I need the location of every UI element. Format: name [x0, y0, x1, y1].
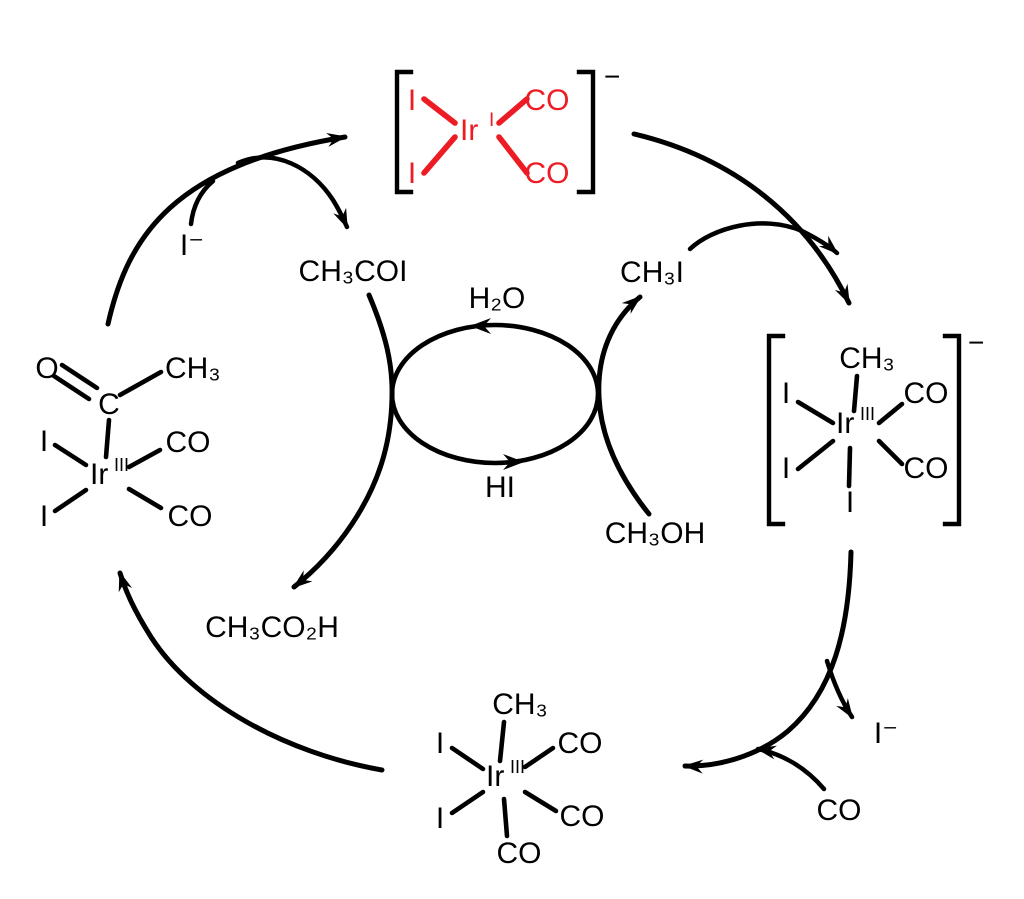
- bond-iodide-upper: [449, 745, 486, 772]
- bracket-left: [394, 69, 414, 195]
- arrow-oxidative-addition: [631, 131, 852, 306]
- charge-label: −: [604, 61, 620, 92]
- bond-acyl-to-metal: [103, 417, 112, 460]
- iodide-axial-label: I: [846, 486, 854, 519]
- acyl-methyl-label: CH₃: [165, 352, 221, 385]
- acyl-oxygen-label: O: [35, 352, 58, 385]
- arrow-acetyl-iodide-to-acetic-acid: [291, 292, 395, 590]
- bracket-right: [576, 69, 596, 195]
- bond-iodide-upper: [421, 96, 458, 126]
- bond-iodide-axial: [846, 445, 853, 489]
- methanol-label: CH₃OH: [605, 517, 706, 550]
- oxidation-state-label: III: [860, 404, 875, 424]
- water-hi-exchange-cycle: H₂O HI: [389, 282, 601, 504]
- bond-carbonyl-lower: [496, 134, 530, 176]
- acyl-carbon-label: C: [98, 388, 120, 421]
- bond-methyl: [851, 373, 860, 414]
- methyl-label: CH₃: [492, 688, 548, 721]
- carbonyl-lower-label: CO: [560, 800, 605, 833]
- methyl-iodide-label: CH₃I: [620, 256, 684, 289]
- bond-carbonyl-upper: [522, 745, 556, 770]
- carbonyl-lower-label: CO: [904, 452, 949, 485]
- water-label: H₂O: [469, 282, 526, 315]
- double-bond-line-2: [51, 373, 92, 402]
- complex-ir-iii-methyl-tricarbonyl: CH₃ I I CO CO CO Ir III: [436, 688, 605, 870]
- metal-label: Ir: [90, 458, 108, 491]
- carbonyl-lower-label: CO: [525, 157, 570, 190]
- complex-ir-iii-methyl-anion: − CH₃ I I CO CO I Ir III: [766, 327, 984, 527]
- carbonyl-upper-label: CO: [525, 84, 570, 117]
- acetyl-iodide-label: CH₃COI: [299, 255, 408, 288]
- double-bond-line-1: [59, 362, 100, 391]
- oxidation-state-label: III: [510, 757, 525, 777]
- bracket-right: [942, 333, 962, 527]
- charge-label: −: [968, 327, 984, 358]
- bond-iodide-lower: [52, 487, 89, 514]
- carbonyl-lower-label: CO: [168, 500, 213, 533]
- bond-iodide-upper: [795, 399, 836, 426]
- iodide-label-top-left: I⁻: [180, 229, 204, 262]
- arrow-release-iodide: [824, 658, 855, 720]
- iodide-lower-label: I: [436, 802, 444, 835]
- oxidation-state-label: III: [114, 455, 129, 475]
- arrow-release-acetyl-iodide: [235, 155, 350, 230]
- carbon-monoxide-label: CO: [817, 794, 862, 827]
- ellipse-arrowhead-right-icon: [503, 454, 524, 470]
- bond-carbonyl-lower: [876, 438, 905, 467]
- carbonyl-axial-label: CO: [497, 837, 542, 870]
- bond-carbonyl-lower: [522, 789, 559, 814]
- exchange-ellipse: [389, 322, 601, 466]
- iodide-upper-label: I: [436, 727, 444, 760]
- iodide-upper-label: I: [408, 84, 416, 117]
- arrow-right-complex-to-bottom-complex: [682, 549, 854, 774]
- metal-label: Ir: [460, 114, 478, 147]
- arrow-left-complex-to-active-catalyst: [105, 133, 348, 327]
- iodide-upper-label: I: [782, 377, 790, 410]
- arrow-methanol-to-methyl-iodide: [596, 294, 652, 517]
- oxidation-state-label: I: [489, 110, 494, 131]
- methyl-iodide-feeder-arrow: [687, 221, 840, 256]
- bond-carbonyl-axial: [501, 796, 510, 839]
- bond-iodide-lower: [449, 789, 486, 816]
- bond-iodide-lower: [421, 134, 458, 176]
- iodide-lower-label: I: [782, 452, 790, 485]
- iodide-label-bottom-right: I⁻: [874, 717, 898, 750]
- iodide-feeder-line: [188, 178, 216, 227]
- iodide-lower-label: I: [40, 500, 48, 533]
- complex-ir-iii-acetyl: O C CH₃ I I CO CO Ir III: [35, 352, 220, 533]
- carbonyl-upper-label: CO: [904, 377, 949, 410]
- carbonyl-upper-label: CO: [166, 426, 211, 459]
- bond-carbonyl-upper: [876, 401, 905, 426]
- bond-methyl: [497, 719, 507, 764]
- bond-carbonyl-upper: [496, 96, 530, 126]
- metal-label: Ir: [486, 760, 504, 793]
- bracket-left: [766, 333, 786, 527]
- iodide-lower-label: I: [408, 157, 416, 190]
- ellipse-arrowhead-left-icon: [470, 318, 491, 334]
- carbonyl-upper-label: CO: [558, 727, 603, 760]
- bond-iodide-lower: [795, 438, 836, 472]
- iodide-upper-label: I: [40, 425, 48, 458]
- bond-acyl-methyl: [117, 369, 164, 398]
- active-catalyst-complex-ir-i: − I I CO CO Ir I: [394, 61, 620, 195]
- bond-carbonyl-upper: [126, 447, 163, 470]
- arrow-migratory-insertion: [117, 570, 385, 773]
- carbon-monoxide-feeder-arrow: [755, 745, 827, 792]
- metal-label: Ir: [836, 407, 854, 440]
- methyl-label: CH₃: [839, 342, 895, 375]
- acetic-acid-label: CH₃CO₂H: [205, 611, 339, 644]
- bond-carbonyl-lower: [126, 486, 164, 511]
- hydrogen-iodide-label: HI: [485, 471, 515, 504]
- bond-iodide-upper: [52, 442, 89, 468]
